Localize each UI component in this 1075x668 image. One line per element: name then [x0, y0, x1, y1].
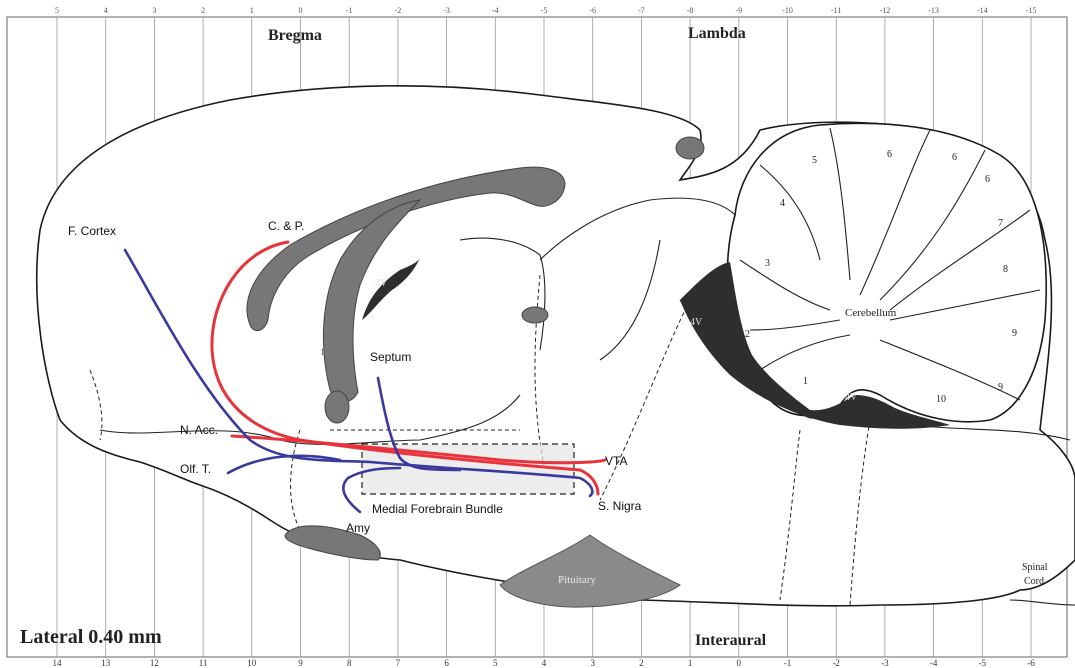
bottom-tick-label: -5 [979, 658, 987, 668]
bottom-tick-label: 13 [101, 658, 111, 668]
top-tick-label: 1 [250, 6, 254, 15]
label-3v: 3V [375, 278, 388, 289]
top-tick-labels: 5 4 3 2 1 0 -1 -2 -3 -4 -5 -6 -7 -8 -9 -10 -11 -12 -13 -14 -… [55, 6, 1036, 15]
top-tick-label: -7 [638, 6, 645, 15]
bottom-tick-label: -1 [784, 658, 792, 668]
lobule-2: 2 [745, 329, 750, 340]
label-bregma: Bregma [268, 27, 322, 44]
label-n-acc: N. Acc. [180, 423, 218, 437]
label-4v-lower: 4V [845, 392, 858, 403]
lobule-5: 5 [812, 155, 817, 166]
lobule-8: 8 [1003, 264, 1008, 275]
label-cerebellum: Cerebellum [845, 307, 897, 319]
lobule-9a: 9 [1012, 328, 1017, 339]
label-pituitary: Pituitary [558, 574, 596, 586]
top-tick-label: 5 [55, 6, 59, 15]
bottom-tick-label: 8 [347, 658, 352, 668]
label-vta: VTA [605, 454, 627, 468]
bottom-tick-label: 2 [639, 658, 644, 668]
lobule-7: 7 [998, 218, 1003, 229]
bottom-tick-label: -4 [930, 658, 938, 668]
top-tick-label: -8 [687, 6, 694, 15]
lobule-6b: 6 [952, 152, 957, 163]
label-cp: C. & P. [268, 219, 304, 233]
top-tick-label: -14 [977, 6, 988, 15]
top-tick-label: -13 [928, 6, 939, 15]
top-tick-label: 3 [152, 6, 156, 15]
bottom-tick-label: -2 [832, 658, 840, 668]
spinal-cord-boundary [1010, 600, 1075, 605]
lobule-10: 10 [936, 394, 946, 405]
label-lambda: Lambda [688, 25, 746, 42]
label-amy: Amy [346, 521, 370, 535]
top-tick-label: -3 [443, 6, 450, 15]
lobule-3: 3 [765, 258, 770, 269]
label-mfb: Medial Forebrain Bundle [372, 502, 503, 516]
bottom-tick-label: 14 [53, 658, 63, 668]
top-tick-label: -1 [346, 6, 353, 15]
lobule-6c: 6 [985, 174, 990, 185]
bottom-tick-label: 3 [590, 658, 595, 668]
lobule-6a: 6 [887, 149, 892, 160]
top-tick-label: -6 [589, 6, 596, 15]
bottom-tick-label: 0 [737, 658, 742, 668]
label-f-cortex: F. Cortex [68, 224, 116, 238]
bottom-tick-label: 1 [688, 658, 693, 668]
top-tick-label: -11 [831, 6, 841, 15]
bottom-tick-label: 6 [444, 658, 449, 668]
lobule-9b: 9 [998, 382, 1003, 393]
top-tick-label: 4 [104, 6, 108, 15]
top-tick-label: 2 [201, 6, 205, 15]
label-small-1: 1 [320, 347, 325, 357]
bottom-tick-label: 4 [542, 658, 547, 668]
pineal-gland [676, 137, 704, 159]
top-tick-label: -9 [735, 6, 742, 15]
label-septum: Septum [370, 350, 411, 364]
label-spinal: Spinal [1022, 562, 1048, 573]
bottom-tick-label: 5 [493, 658, 498, 668]
label-s-nigra: S. Nigra [598, 499, 642, 513]
label-olf-t: Olf. T. [180, 462, 211, 476]
top-tick-label: -4 [492, 6, 499, 15]
top-tick-label: 0 [299, 6, 303, 15]
top-tick-label: -12 [880, 6, 891, 15]
bottom-tick-label: -6 [1027, 658, 1035, 668]
label-interaural: Interaural [695, 632, 767, 649]
mammillary-body [522, 307, 548, 323]
label-cord: Cord [1024, 576, 1044, 587]
top-tick-label: -2 [395, 6, 402, 15]
lobule-1: 1 [803, 376, 808, 387]
lobule-4: 4 [780, 198, 785, 209]
cerebellum-outline [727, 123, 1046, 421]
bottom-tick-label: 7 [396, 658, 401, 668]
top-tick-label: -5 [541, 6, 548, 15]
bottom-tick-label: 11 [199, 658, 208, 668]
bottom-tick-label: 10 [247, 658, 257, 668]
bottom-tick-label: 9 [298, 658, 303, 668]
label-4v-upper: 4V [690, 317, 703, 328]
label-lateral: Lateral 0.40 mm [20, 626, 162, 648]
anterior-commissure [325, 391, 349, 423]
top-tick-label: -15 [1026, 6, 1037, 15]
top-tick-label: -10 [782, 6, 793, 15]
bottom-tick-label: 12 [150, 658, 159, 668]
bottom-tick-label: -3 [881, 658, 889, 668]
